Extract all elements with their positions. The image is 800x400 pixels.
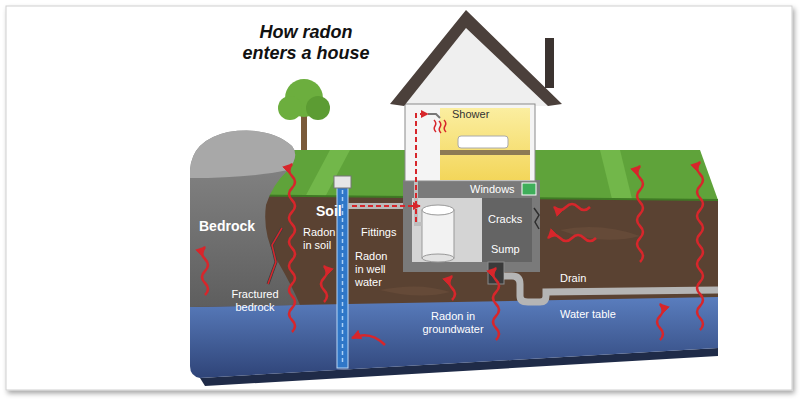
rock-fracture-radon [268,228,282,284]
grass-stripe [600,150,632,199]
radon-arrow [493,268,499,340]
part-label: Radon in soil [303,226,343,252]
wall-crack [534,208,539,229]
house-interior [440,108,530,180]
radon-in-pipe [416,114,428,222]
radon-arrow [352,335,385,345]
part-label: Windows [470,183,515,196]
radon-arrow [321,266,327,302]
radon-arrow [554,204,590,210]
foundation [403,180,540,272]
water-tank [422,210,454,258]
part-label: Soil [316,203,342,220]
drain-pipe [504,276,718,302]
house-wall [405,104,535,181]
bedrock-top [190,131,295,178]
frame [6,6,792,390]
water-tank-top [422,205,454,215]
tree-crown [278,96,302,120]
shower-spray [434,120,436,132]
part-label: Radon in well water [355,250,395,290]
part-label: Drain [560,272,586,285]
bedrock [190,131,300,307]
bathtub [458,136,508,148]
shower-head [428,114,440,118]
well-water [342,190,344,364]
part-label: Sump [491,243,520,256]
part-label: Radon in groundwater [418,310,488,336]
house-floor [440,150,530,155]
diagram-title: How radon enters a house [236,22,376,63]
basement-window [522,183,536,195]
radon-arrows [202,114,703,345]
part-label: Fractured bedrock [226,288,284,314]
chimney [545,38,554,88]
radon-arrow [548,235,596,241]
shower-spray [439,121,441,133]
part-label: Water table [560,308,616,321]
soil-texture [380,286,450,295]
radon-arrow [657,304,663,340]
radon-arrow [202,247,208,295]
part-label: Bedrock [199,218,255,235]
shower-spray [444,120,446,132]
rock-fracture [268,228,282,284]
radon-arrow [637,166,643,262]
radon-arrow [697,162,703,330]
radon-in-pipe [352,205,420,207]
part-label: Fittings [361,226,396,239]
tree-crown [306,96,330,120]
part-label: Cracks [488,213,522,226]
radon-arrow [289,164,295,332]
roof [390,10,562,106]
well-cap [334,176,351,188]
radon-arrow [449,276,455,300]
basement-interior [412,198,532,262]
basement-shadow-wall [482,198,532,262]
part-label: Shower [452,108,489,121]
water-tank-base [422,254,454,262]
